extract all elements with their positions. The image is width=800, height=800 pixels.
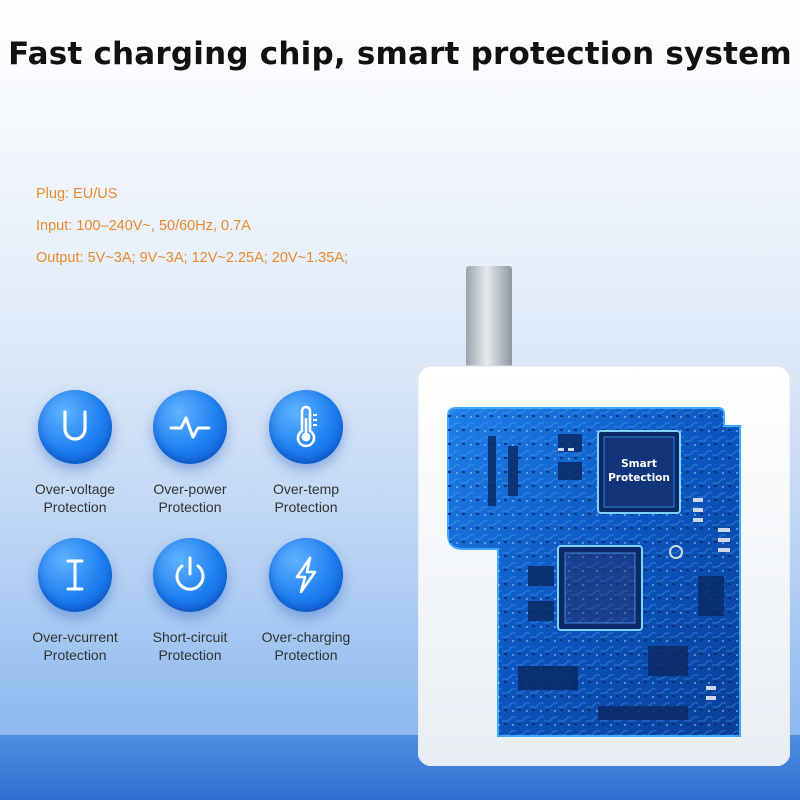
spec-output: Output: 5V~3A; 9V~3A; 12V~2.25A; 20V~1.3… [36,250,348,266]
thermometer-icon [296,405,317,448]
page-title: Fast charging chip, smart protection sys… [8,36,792,72]
i-letter-icon [66,559,84,591]
feature-short-circuit: Short-circuit Protection [115,538,265,664]
feature-icon-circle [153,390,227,464]
chip-label-line2: Protection [608,472,670,484]
lightning-bolt-icon [295,556,317,594]
feature-icon-circle [269,538,343,612]
feature-label-line2: Protection [43,647,107,663]
power-icon [175,556,205,591]
feature-label-line2: Protection [43,499,107,515]
spec-list: Plug: EU/US Input: 100–240V~, 50/60Hz, 0… [36,184,348,280]
feature-label-line2: Protection [158,647,222,663]
plug-prong [466,266,512,374]
white-components [558,448,730,700]
feature-icon-circle [269,390,343,464]
feature-label-line1: Short-circuit [152,629,228,645]
feature-over-temp: Over-temp Protection [231,390,381,516]
pulse-wave-icon [169,416,211,439]
spec-input: Input: 100–240V~, 50/60Hz, 0.7A [36,218,251,234]
chip-label-line1: Smart [621,458,657,470]
feature-over-power: Over-power Protection [115,390,265,516]
feature-over-charging: Over-charging Protection [231,538,381,664]
feature-label-line1: Over-vcurrent [32,629,118,645]
feature-label-line2: Protection [274,647,338,663]
feature-label-line1: Over-temp [272,481,340,497]
feature-label-line2: Protection [158,499,222,515]
feature-over-current: Over-vcurrent Protection [0,538,150,664]
u-letter-icon [63,410,87,441]
feature-icon-circle [38,390,112,464]
feature-label-line1: Over-charging [261,629,351,645]
charger-illustration: Smart Protection [418,266,790,766]
feature-icon-circle [153,538,227,612]
feature-label-line2: Protection [274,499,338,515]
feature-over-voltage: Over-voltage Protection [0,390,150,516]
feature-icon-circle [38,538,112,612]
feature-label-line1: Over-voltage [34,481,116,497]
feature-label-line1: Over-power [153,481,227,497]
spec-plug: Plug: EU/US [36,186,118,202]
